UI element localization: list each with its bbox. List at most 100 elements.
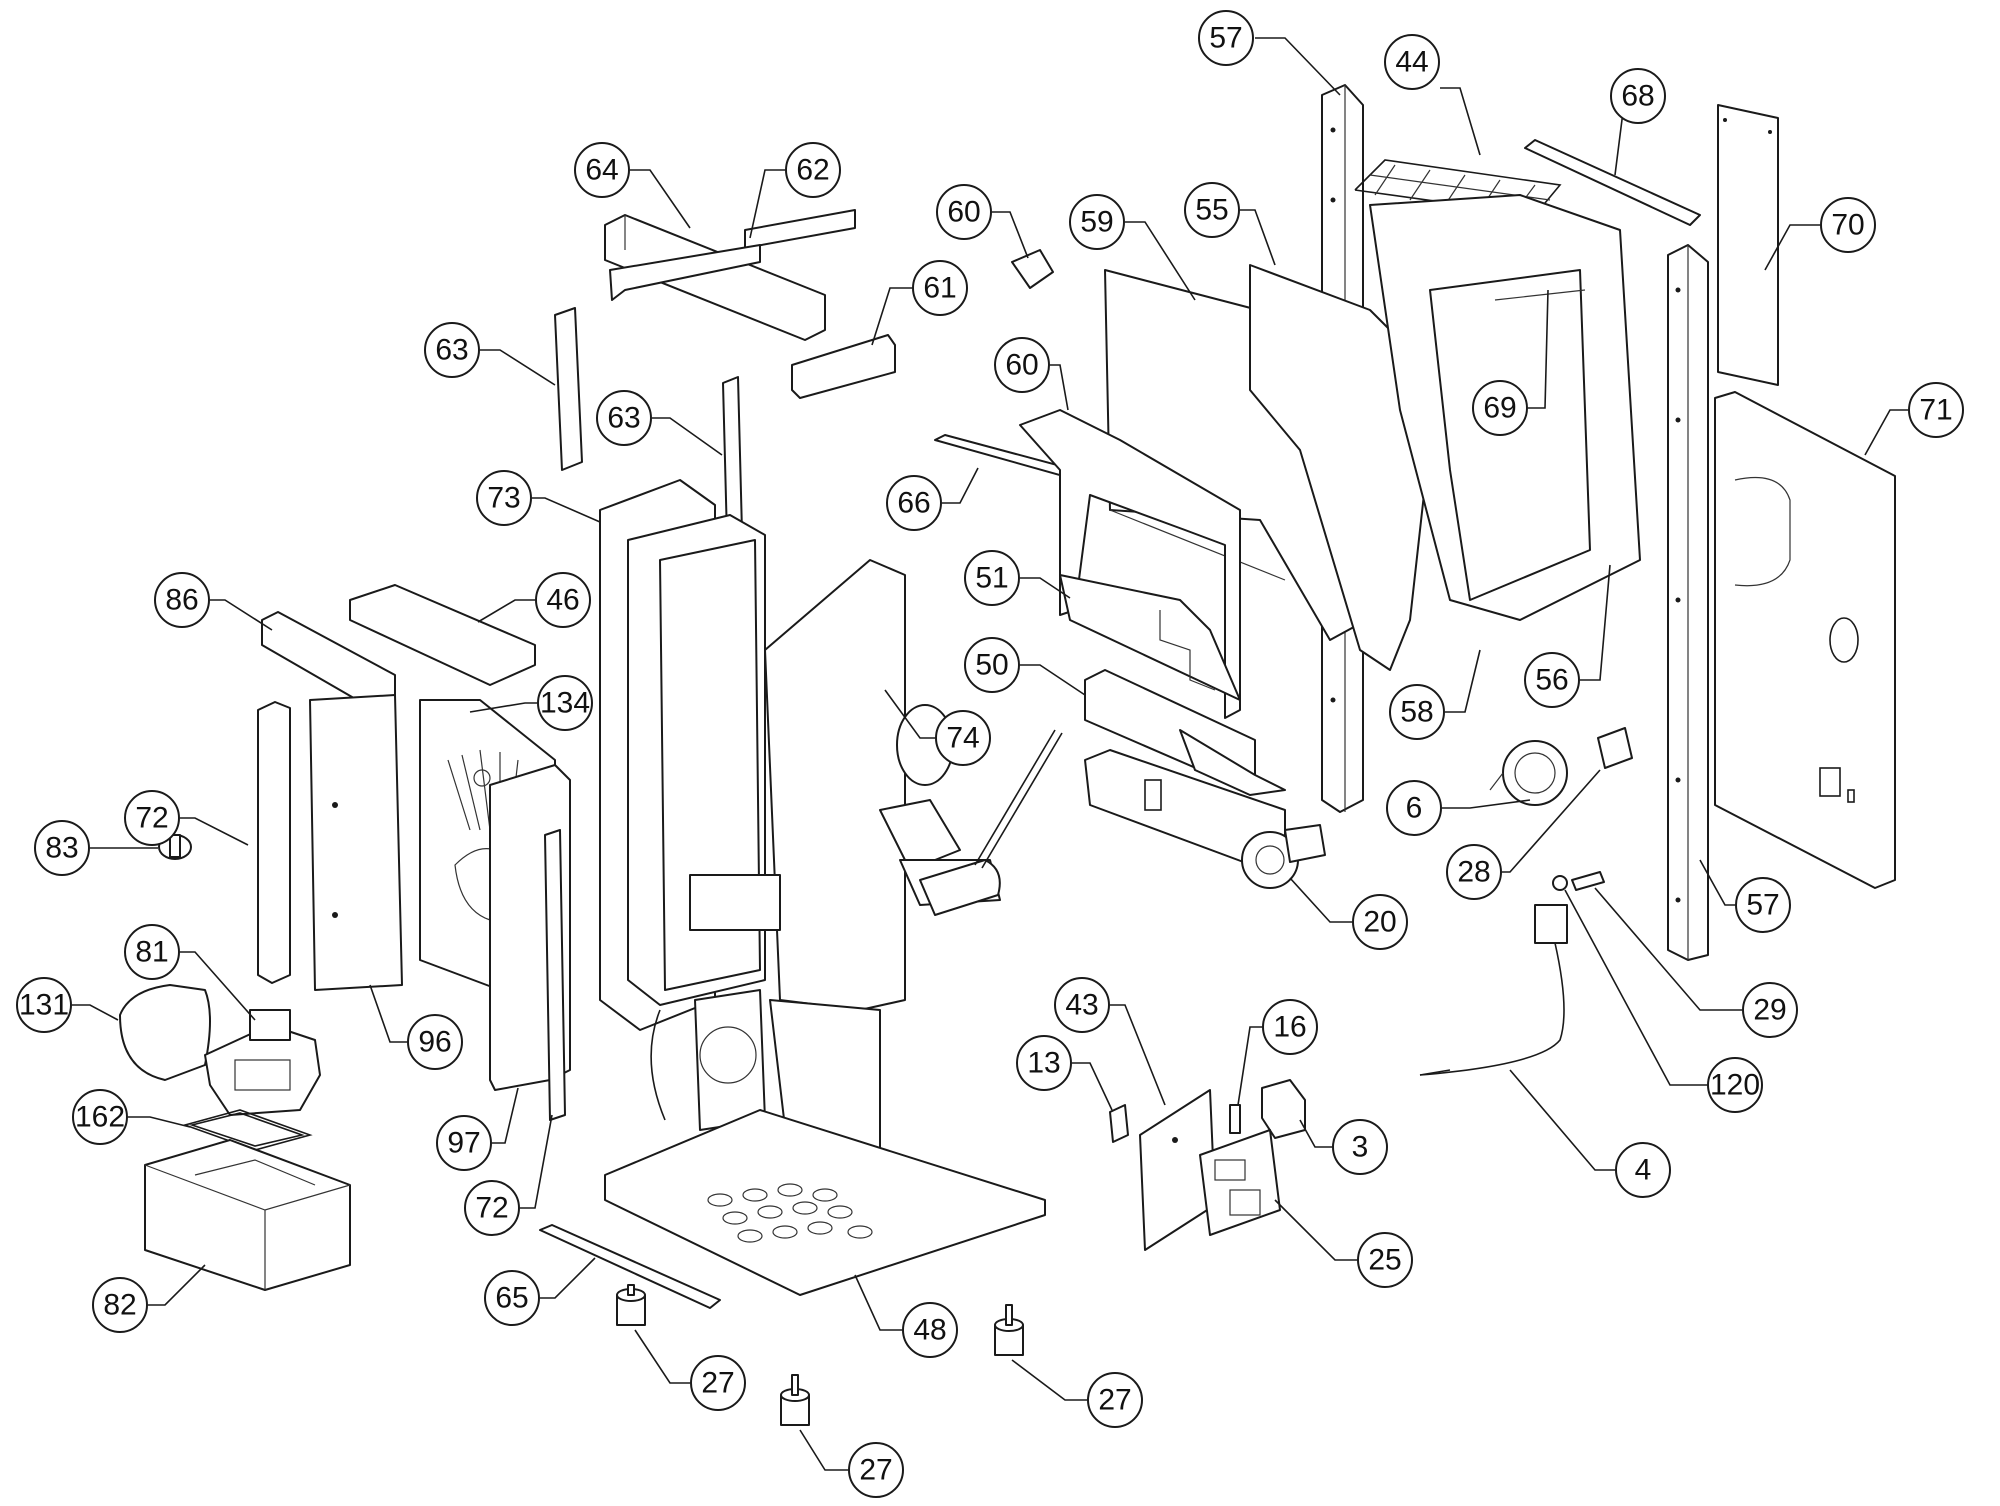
part-65-base-rail	[539, 1224, 721, 1309]
part-74-rod	[974, 729, 1063, 869]
callout-120: 120	[1564, 889, 1763, 1113]
part-48-base-plate	[604, 1109, 1046, 1296]
callout-20: 20	[1289, 877, 1408, 950]
callout-label: 20	[1363, 906, 1396, 939]
part-29-sensor	[1571, 871, 1605, 891]
callout-82: 82	[92, 1264, 206, 1333]
callout-label: 43	[1065, 989, 1098, 1022]
part-62-top-bar	[609, 209, 856, 301]
part-61-bracket	[791, 334, 896, 399]
callout-57: 57	[1699, 859, 1791, 933]
part-120-nut	[1552, 875, 1568, 891]
part-131-hood	[119, 984, 211, 1081]
part-63-bracket-b	[722, 376, 743, 539]
callout-label: 25	[1368, 1244, 1401, 1277]
callout-label: 131	[19, 989, 69, 1022]
callout-labels: 57 44 68 70 64 62 60	[16, 10, 1964, 1498]
callout-label: 44	[1395, 46, 1428, 79]
callout-label: 81	[135, 936, 168, 969]
part-16-fuse	[1229, 1104, 1241, 1134]
callout-57: 57	[1198, 10, 1341, 96]
callout-label: 4	[1635, 1154, 1652, 1187]
callout-4: 4	[1509, 1069, 1671, 1198]
callout-label: 27	[1098, 1384, 1131, 1417]
callout-label: 60	[1005, 349, 1038, 382]
callout-label: 63	[435, 334, 468, 367]
callout-131: 131	[16, 977, 119, 1033]
callout-label: 134	[540, 687, 590, 720]
callout-label: 28	[1457, 856, 1490, 889]
callout-label: 3	[1352, 1131, 1369, 1164]
callout-72: 72	[464, 1114, 553, 1236]
callout-label: 59	[1080, 206, 1113, 239]
callout-label: 73	[487, 482, 520, 515]
callout-60: 60	[994, 337, 1069, 411]
callout-63: 63	[424, 322, 556, 386]
callout-label: 56	[1535, 664, 1568, 697]
part-3-switch	[1261, 1079, 1306, 1139]
callout-63: 63	[596, 390, 723, 456]
part-60-small-bracket	[1011, 249, 1054, 289]
callout-label: 57	[1746, 889, 1779, 922]
callout-6: 6	[1386, 780, 1531, 836]
callout-162: 162	[72, 1089, 191, 1145]
callout-72: 72	[124, 790, 249, 846]
callout-51: 51	[964, 550, 1071, 606]
callout-83: 83	[34, 820, 158, 876]
callout-28: 28	[1446, 769, 1601, 900]
callout-16: 16	[1237, 999, 1318, 1106]
callout-label: 120	[1710, 1069, 1760, 1102]
callout-58: 58	[1389, 649, 1481, 740]
callout-label: 62	[796, 154, 829, 187]
callout-label: 50	[975, 649, 1008, 682]
callout-55: 55	[1184, 182, 1276, 266]
part-96-panel	[309, 694, 403, 991]
callout-96: 96	[369, 984, 463, 1070]
part-51-liner-assembly	[934, 409, 1241, 719]
callout-label: 29	[1753, 994, 1786, 1027]
callout-label: 68	[1621, 80, 1654, 113]
callout-label: 96	[418, 1026, 451, 1059]
part-64-top-bar	[604, 214, 826, 341]
callout-label: 57	[1209, 22, 1242, 55]
callout-label: 66	[897, 487, 930, 520]
callout-64: 64	[574, 142, 691, 229]
part-28-switch	[1597, 727, 1633, 769]
callout-70: 70	[1764, 197, 1876, 271]
callout-86: 86	[154, 572, 273, 631]
callout-label: 55	[1195, 194, 1228, 227]
callout-label: 46	[546, 584, 579, 617]
callout-59: 59	[1069, 194, 1196, 301]
part-71-back-panel	[1714, 391, 1896, 889]
part-27-foot-b	[780, 1374, 810, 1426]
callout-69: 69	[1472, 289, 1549, 436]
callout-label: 16	[1273, 1011, 1306, 1044]
part-13-terminal	[1109, 1104, 1129, 1143]
callout-74: 74	[884, 689, 991, 766]
callout-81: 81	[124, 924, 256, 1021]
callout-label: 27	[701, 1367, 734, 1400]
part-27-foot-a	[616, 1284, 646, 1326]
part-82-ash-box	[144, 1139, 351, 1291]
callout-71: 71	[1864, 382, 1964, 456]
callout-65: 65	[484, 1257, 596, 1326]
callout-97: 97	[436, 1087, 519, 1171]
callout-label: 63	[607, 402, 640, 435]
part-20-auger-assembly	[1084, 749, 1326, 889]
callout-label: 162	[75, 1101, 125, 1134]
part-46-tray	[349, 584, 536, 686]
part-81-burner-pot	[204, 1009, 321, 1116]
callout-50: 50	[964, 637, 1086, 696]
callout-29: 29	[1594, 887, 1798, 1038]
callout-43: 43	[1054, 977, 1166, 1106]
part-70-side-panel	[1717, 104, 1779, 386]
callout-66: 66	[886, 467, 979, 531]
callout-label: 27	[859, 1454, 892, 1487]
callout-3: 3	[1299, 1119, 1388, 1175]
callout-label: 83	[45, 832, 78, 865]
callout-48: 48	[854, 1274, 958, 1358]
callout-label: 86	[165, 584, 198, 617]
part-68-top-rail	[1524, 139, 1701, 226]
part-27-foot-c	[994, 1304, 1024, 1356]
